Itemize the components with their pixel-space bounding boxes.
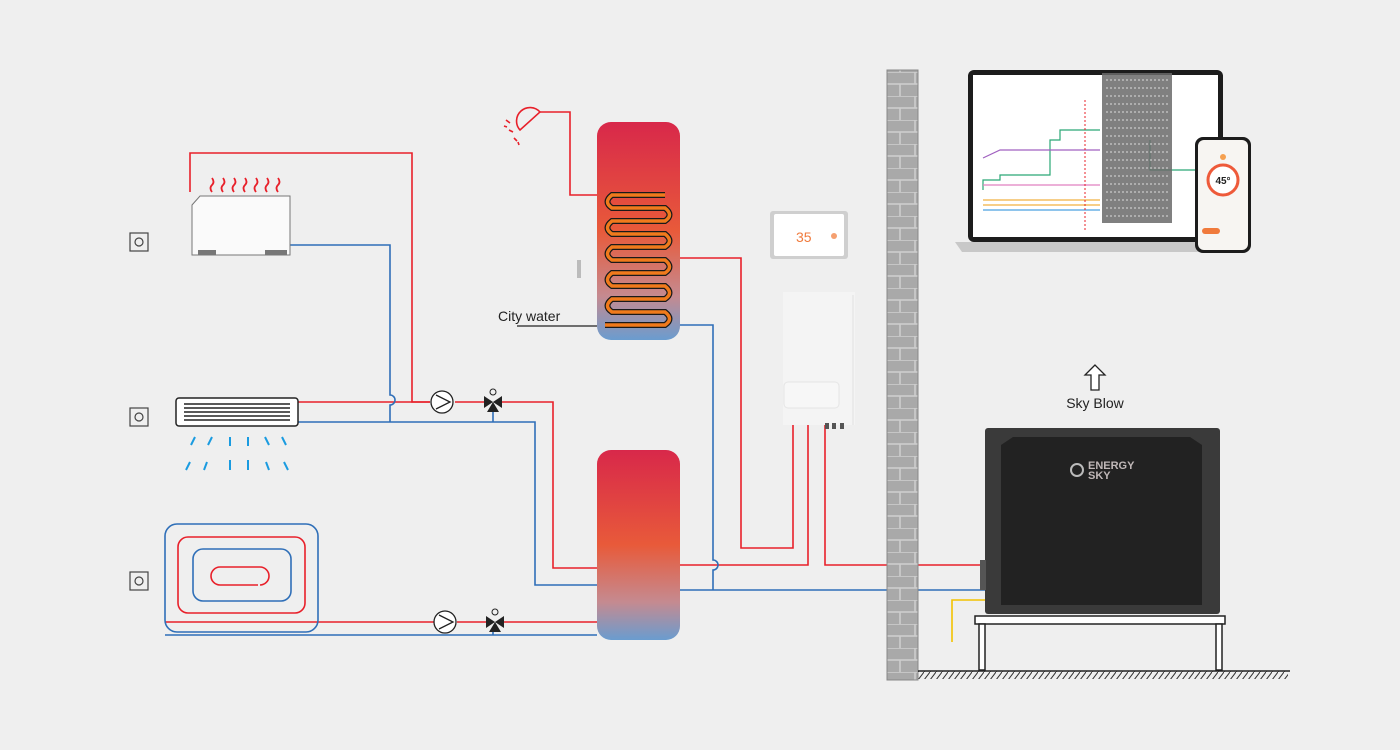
logo-text-sky: SKY — [1088, 470, 1111, 482]
heat-pump-unit: ENERGY SKY — [980, 428, 1220, 614]
dhw-tank — [577, 122, 680, 340]
fan-coil-unit — [191, 177, 291, 256]
phone-temperature: 45° — [1215, 176, 1230, 187]
controller-temperature: 35 — [796, 229, 812, 245]
heat-waves-icon — [209, 177, 281, 193]
heat-pump-stand — [974, 615, 1226, 671]
laptop-monitoring-screen — [955, 70, 1235, 252]
logo-text-energy: ENERGY — [1088, 460, 1135, 472]
cold-pipes — [165, 244, 985, 636]
phone-app-screen: 45° — [1195, 137, 1251, 253]
city-water-label: City water — [498, 308, 561, 324]
three-way-valve-icon — [484, 388, 504, 632]
hot-pipes — [165, 111, 985, 623]
shower-icon — [503, 106, 542, 146]
wired-controller: 35 — [770, 211, 848, 259]
thermostat-icon — [129, 232, 149, 591]
wall-heater — [175, 397, 299, 471]
building-wall — [886, 69, 919, 681]
buffer-tank — [597, 450, 680, 640]
indoor-unit — [783, 292, 855, 429]
signal-wire — [951, 599, 985, 642]
up-arrow-icon — [1083, 364, 1107, 391]
sky-blow-label: Sky Blow — [1066, 395, 1124, 411]
ground — [918, 670, 1290, 679]
energy-sky-logo-icon — [1070, 463, 1084, 477]
floor-heating-loop — [164, 523, 319, 633]
pump-icon — [430, 390, 457, 634]
airflow-arrows-icon — [185, 436, 289, 471]
